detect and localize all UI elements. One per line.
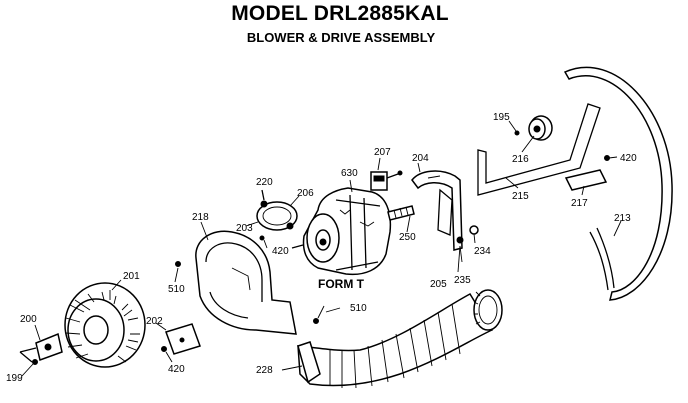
label-199: 199 — [6, 373, 23, 384]
label-420-left: 420 — [168, 364, 185, 375]
label-220: 220 — [256, 177, 273, 188]
label-203: 203 — [236, 223, 253, 234]
wheel-clip — [19, 332, 63, 365]
motor-switch — [370, 170, 403, 191]
drive-motor — [291, 187, 415, 276]
blower-wheel — [64, 282, 146, 368]
label-206: 206 — [297, 188, 314, 199]
assembly-subtitle: BLOWER & DRIVE ASSEMBLY — [246, 30, 436, 45]
label-420-mid: 420 — [272, 246, 289, 257]
support-bracket — [161, 323, 201, 355]
label-195: 195 — [493, 112, 510, 123]
label-510-right: 510 — [350, 303, 367, 314]
label-215: 215 — [512, 191, 529, 202]
leader-lines — [21, 120, 622, 377]
model-title: MODEL DRL2885KAL — [231, 2, 449, 25]
label-217: 217 — [571, 198, 588, 209]
label-235: 235 — [454, 275, 471, 286]
exhaust-duct — [297, 289, 503, 389]
label-207: 207 — [374, 147, 391, 158]
label-630: 630 — [341, 168, 358, 179]
idler-arm — [477, 103, 601, 196]
label-228: 228 — [256, 365, 273, 376]
form-label: FORM T — [318, 277, 365, 291]
drum-seal-ring — [563, 66, 673, 301]
bracket-217 — [564, 155, 610, 191]
label-218: 218 — [192, 212, 209, 223]
label-510-left: 510 — [168, 284, 185, 295]
label-204: 204 — [412, 153, 429, 164]
blower-wheel-clamp — [256, 189, 298, 241]
blower-housing — [175, 230, 297, 335]
label-250: 250 — [399, 232, 416, 243]
label-213: 213 — [614, 213, 631, 224]
label-234: 234 — [474, 246, 491, 257]
idler-pulley — [514, 115, 553, 141]
label-200: 200 — [20, 314, 37, 325]
label-205: 205 — [430, 279, 447, 290]
motor-mount-bracket — [411, 170, 479, 251]
label-202: 202 — [146, 316, 163, 327]
label-201: 201 — [123, 271, 140, 282]
label-216: 216 — [512, 154, 529, 165]
label-420-right: 420 — [620, 153, 637, 164]
